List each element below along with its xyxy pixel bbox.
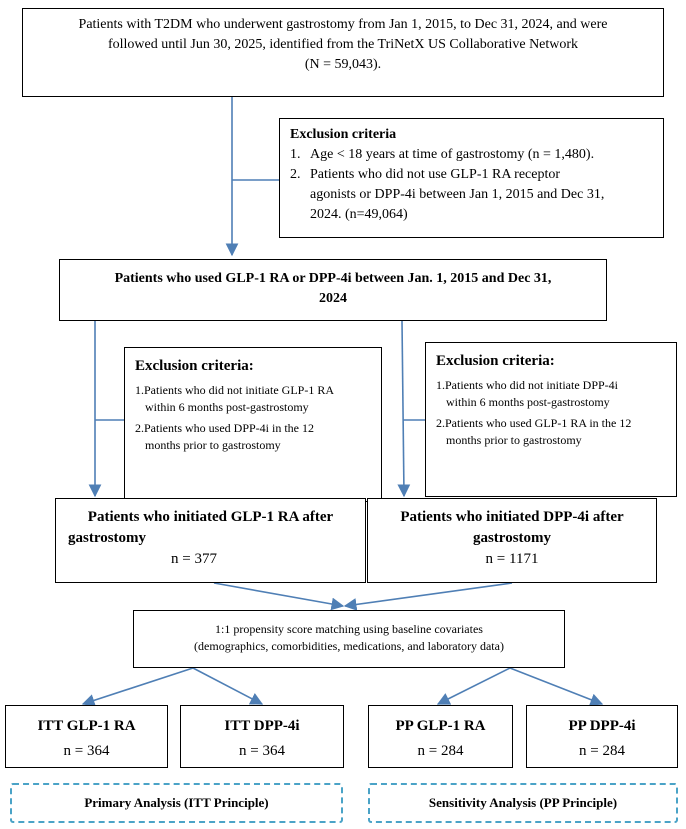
arm-itt-dpp4-count: n = 364 bbox=[239, 743, 285, 759]
arm-itt-dpp4-label: ITT DPP-4i bbox=[224, 718, 300, 734]
exclusion-dpp4-item-1a: 1.Patients who did not initiate DPP-4i bbox=[436, 378, 618, 392]
exclusion-1-item-2: 2. Patients who did not use GLP-1 RA rec… bbox=[290, 167, 605, 222]
glp1-initiators-line-2: gastrostomy bbox=[68, 530, 147, 546]
arrow-dpp-to-psm bbox=[343, 582, 513, 611]
primary-analysis-text: Primary Analysis (ITT Principle) bbox=[84, 795, 269, 810]
used-glp1-or-dpp4-box: Patients who used GLP-1 RA or DPP-4i bet… bbox=[59, 259, 607, 321]
exclusion-glp1-item-1a: 1.Patients who did not initiate GLP-1 RA bbox=[135, 383, 334, 397]
arm-itt-glp1-count: n = 364 bbox=[63, 743, 110, 759]
sensitivity-analysis-text: Sensitivity Analysis (PP Principle) bbox=[428, 795, 618, 810]
glp1-initiators-count: n = 377 bbox=[171, 551, 217, 567]
exclusion-dpp4-title: Exclusion criteria: bbox=[436, 353, 555, 369]
arrow-glp-to-psm bbox=[213, 582, 345, 611]
dpp4-initiators-line-1: Patients who initiated DPP-4i after bbox=[400, 509, 624, 525]
primary-analysis-label: Primary Analysis (ITT Principle) bbox=[10, 783, 343, 823]
arrow-psm-to-itt-glp bbox=[81, 667, 194, 707]
dpp4-initiators-box: Patients who initiated DPP-4i after gast… bbox=[367, 498, 657, 583]
psm-line-2: (demographics, comorbidities, medication… bbox=[194, 639, 504, 653]
arm-pp-dpp4-label: PP DPP-4i bbox=[568, 718, 636, 734]
arm-pp-glp1-box: PP GLP-1 RA n = 284 bbox=[368, 705, 513, 768]
arrow-psm-to-itt-dpp bbox=[192, 667, 264, 705]
exclusion-dpp4-item-2a: 2.Patients who used GLP-1 RA in the 12 bbox=[436, 416, 632, 430]
psm-line-1: 1:1 propensity score matching using base… bbox=[215, 622, 483, 636]
arm-itt-glp1-box: ITT GLP-1 RA n = 364 bbox=[5, 705, 168, 768]
exclusion-1-item-1: 1. Age < 18 years at time of gastrostomy… bbox=[290, 147, 595, 162]
arm-itt-dpp4-box: ITT DPP-4i n = 364 bbox=[180, 705, 344, 768]
cohort-source-line-2: followed until Jun 30, 2025, identified … bbox=[107, 37, 579, 52]
arm-pp-glp1-label: PP GLP-1 RA bbox=[395, 718, 486, 734]
exclusion-criteria-box-glp1: Exclusion criteria: 1.Patients who did n… bbox=[124, 347, 382, 502]
exclusion-glp1-item-1b: within 6 months post-gastrostomy bbox=[145, 400, 309, 414]
propensity-matching-box: 1:1 propensity score matching using base… bbox=[133, 610, 565, 668]
exclusion-criteria-box-dpp4: Exclusion criteria: 1.Patients who did n… bbox=[425, 342, 677, 497]
exclusion-dpp4-item-2b: months prior to gastrostomy bbox=[446, 433, 582, 447]
exclusion-glp1-item-2b: months prior to gastrostomy bbox=[145, 438, 281, 452]
arm-itt-glp1-label: ITT GLP-1 RA bbox=[37, 718, 136, 734]
cohort-source-line-1: Patients with T2DM who underwent gastros… bbox=[78, 17, 608, 32]
cohort-source-box: Patients with T2DM who underwent gastros… bbox=[22, 8, 664, 97]
arrow-psm-to-pp-dpp bbox=[509, 667, 604, 706]
dpp4-initiators-count: n = 1171 bbox=[485, 551, 539, 567]
arm-pp-glp1-count: n = 284 bbox=[417, 743, 464, 759]
exclusion-criteria-box-1: Exclusion criteria 1. Age < 18 years at … bbox=[279, 118, 664, 238]
arm-pp-dpp4-count: n = 284 bbox=[579, 743, 625, 759]
arrow-used-to-dpp bbox=[397, 320, 411, 498]
exclusion-dpp4-item-1b: within 6 months post-gastrostomy bbox=[446, 395, 610, 409]
glp1-initiators-box: Patients who initiated GLP-1 RA after ga… bbox=[55, 498, 366, 583]
sensitivity-analysis-label: Sensitivity Analysis (PP Principle) bbox=[368, 783, 678, 823]
exclusion-glp1-title: Exclusion criteria: bbox=[135, 358, 254, 374]
exclusion-glp1-item-2a: 2.Patients who used DPP-4i in the 12 bbox=[135, 421, 314, 435]
cohort-source-line-3: (N = 59,043). bbox=[304, 57, 382, 72]
glp1-initiators-line-1: Patients who initiated GLP-1 RA after bbox=[87, 509, 334, 525]
dpp4-initiators-line-2: gastrostomy bbox=[472, 530, 552, 546]
used-box-line-2: 2024 bbox=[319, 291, 347, 306]
used-box-line-1: Patients who used GLP-1 RA or DPP-4i bet… bbox=[114, 271, 552, 286]
arrow-psm-to-pp-glp bbox=[436, 667, 511, 705]
exclusion-1-title: Exclusion criteria bbox=[290, 127, 397, 142]
arm-pp-dpp4-box: PP DPP-4i n = 284 bbox=[526, 705, 678, 768]
